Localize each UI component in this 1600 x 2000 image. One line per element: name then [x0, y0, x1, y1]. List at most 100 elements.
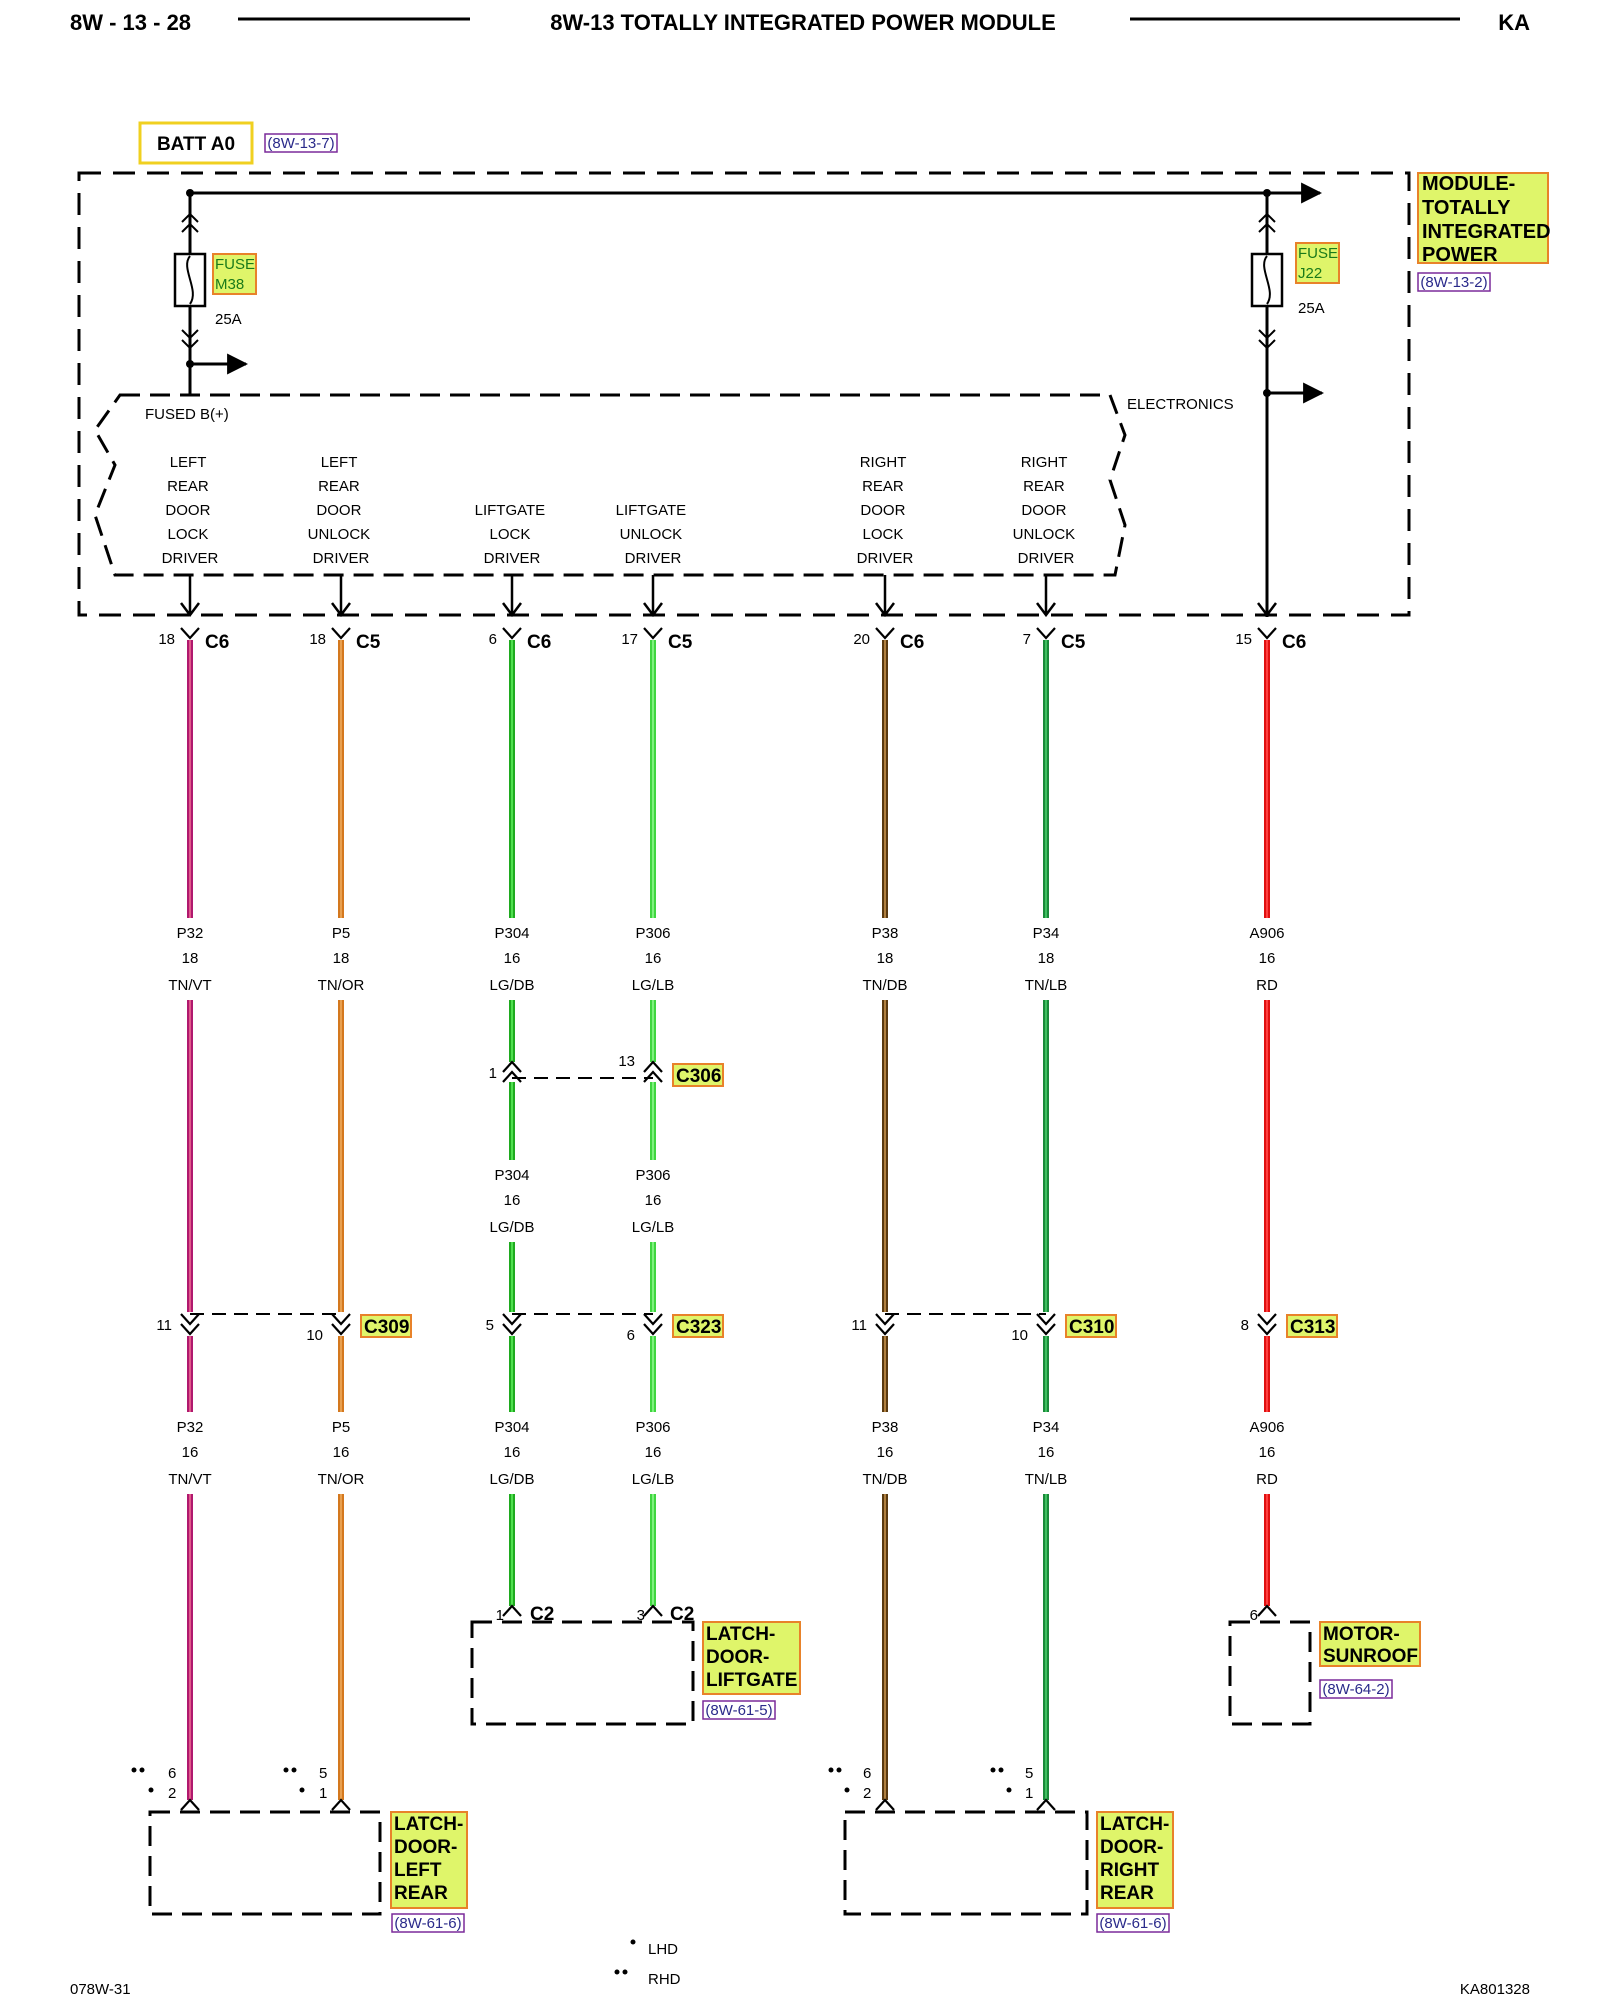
connector-c313[interactable]: C313	[1290, 1317, 1335, 1338]
wire-gauge: 16	[1259, 1444, 1276, 1461]
driver-left-rear-lock: LEFT REAR DOOR LOCK DRIVER	[162, 454, 219, 567]
wire-gauge: 16	[333, 1444, 350, 1461]
connector-id: C5	[356, 632, 381, 653]
wire-circuit: P32	[177, 1419, 204, 1436]
liftgate-latch-outline	[470, 1620, 695, 1726]
liftgate-ref-link[interactable]: (8W-61-5)	[705, 1702, 772, 1719]
connector-c306[interactable]: C306	[676, 1066, 721, 1087]
wire-circuit: P34	[1033, 925, 1060, 942]
pin-number: 1	[496, 1607, 504, 1624]
connector-id: C2	[530, 1604, 554, 1625]
electronics-outline	[93, 393, 1127, 577]
pin-number: 18	[309, 631, 326, 648]
pin-number: 17	[621, 631, 638, 648]
pin-number: 11	[156, 1317, 172, 1334]
pin-number: 1	[489, 1065, 497, 1082]
latch-door-left-rear[interactable]: LATCH- DOOR- LEFT REAR	[394, 1814, 469, 1904]
electronics-label: ELECTRONICS	[1127, 396, 1234, 413]
rhd-pin: 5	[319, 1765, 327, 1782]
wire-gauge: 18	[182, 950, 199, 967]
driver-right-rear-unlock: RIGHT REAR DOOR UNLOCK DRIVER	[1013, 454, 1080, 567]
wire-labels-lower: P32 16 TN/VT P5 16 TN/OR P304 16 LG/DB P…	[168, 1419, 1284, 1488]
rhd-pin: 6	[168, 1765, 176, 1782]
module-ref-link[interactable]: (8W-13-2)	[1420, 274, 1487, 291]
wire-gauge: 18	[333, 950, 350, 967]
connector-id: C6	[205, 632, 229, 653]
right-rear-latch-outline	[843, 1810, 1089, 1916]
connector-id: C2	[670, 1604, 694, 1625]
wire-circuit: P34	[1033, 1419, 1060, 1436]
wire-circuit: A906	[1249, 925, 1284, 942]
connector-id: C6	[1282, 632, 1306, 653]
latch-door-right-rear[interactable]: LATCH- DOOR- RIGHT REAR	[1100, 1814, 1175, 1904]
pin-number: 10	[306, 1327, 323, 1344]
wire-circuit: P306	[635, 1419, 670, 1436]
wire-gauge: 16	[504, 1192, 521, 1209]
wire-color: TN/VT	[168, 1471, 211, 1488]
wire-gauge: 16	[1259, 950, 1276, 967]
pin-number: 10	[1011, 1327, 1028, 1344]
lhd-pin: 2	[863, 1785, 871, 1802]
legend-lhd: LHD	[648, 1941, 678, 1958]
fuse-j22-rating: 25A	[1298, 300, 1325, 317]
pin-number: 7	[1023, 631, 1031, 648]
lhd-pin: 2	[168, 1785, 176, 1802]
left-rear-latch-outline	[148, 1810, 382, 1916]
footer-code-right: KA801328	[1460, 1981, 1530, 1998]
model-code: KA	[1498, 10, 1530, 35]
lhd-pin: 1	[1025, 1785, 1033, 1802]
wire-gauge: 16	[645, 1444, 662, 1461]
wire-color: TN/DB	[863, 977, 908, 994]
wire-color: LG/DB	[489, 1471, 534, 1488]
wire-color: LG/LB	[632, 1471, 675, 1488]
wire-circuit: P306	[635, 1167, 670, 1184]
pin-number: 6	[489, 631, 497, 648]
wire-circuit: A906	[1249, 1419, 1284, 1436]
wire-circuit: P304	[494, 1419, 529, 1436]
wire-gauge: 16	[504, 950, 521, 967]
pin-number: 15	[1235, 631, 1252, 648]
fuse-m38-label[interactable]: FUSE M38	[215, 256, 259, 293]
fuse-m38-rating: 25A	[215, 311, 242, 328]
wire-labels-mid: P304 16 LG/DB P306 16 LG/LB	[489, 1167, 674, 1236]
right-rear-ref-link[interactable]: (8W-61-6)	[1099, 1915, 1166, 1932]
wire-circuit: P5	[332, 925, 350, 942]
module-name[interactable]: MODULE- TOTALLY INTEGRATED POWER	[1422, 173, 1556, 266]
pin-number: 18	[158, 631, 175, 648]
pin-number: 20	[853, 631, 870, 648]
wire-color: TN/OR	[318, 977, 365, 994]
wire-gauge: 16	[182, 1444, 199, 1461]
pin-number: 8	[1241, 1317, 1249, 1334]
pin-number: 13	[618, 1053, 635, 1070]
motor-sunroof[interactable]: MOTOR- SUNROOF	[1323, 1624, 1418, 1667]
wire-color: RD	[1256, 977, 1278, 994]
connector-c323[interactable]: C323	[676, 1317, 721, 1338]
batt-ref-link[interactable]: (8W-13-7)	[267, 135, 334, 152]
pin-number: 6	[1250, 1607, 1258, 1624]
fused-bplus-label: FUSED B(+)	[145, 406, 229, 423]
connector-c310[interactable]: C310	[1069, 1317, 1114, 1338]
wire-color: LG/LB	[632, 977, 675, 994]
left-rear-ref-link[interactable]: (8W-61-6)	[394, 1915, 461, 1932]
page-ref: 8W - 13 - 28	[70, 10, 191, 35]
page-title: 8W-13 TOTALLY INTEGRATED POWER MODULE	[550, 10, 1056, 35]
wire-circuit: P306	[635, 925, 670, 942]
driver-liftgate-lock: LIFTGATE LOCK DRIVER	[475, 502, 550, 567]
connector-c309[interactable]: C309	[364, 1317, 409, 1338]
batt-label[interactable]: BATT A0	[157, 134, 235, 155]
inline-pins: 11 10 5 6 11 10 8	[156, 1317, 1249, 1344]
connector-id: C5	[1061, 632, 1086, 653]
fuse-j22-label[interactable]: FUSE J22	[1298, 245, 1342, 282]
pin-number: 5	[486, 1317, 494, 1334]
connector-id: C6	[527, 632, 551, 653]
sunroof-ref-link[interactable]: (8W-64-2)	[1322, 1681, 1389, 1698]
rhd-pin: 5	[1025, 1765, 1033, 1782]
pin-number: 11	[851, 1317, 867, 1334]
rhd-pin: 6	[863, 1765, 871, 1782]
latch-door-liftgate[interactable]: LATCH- DOOR- LIFTGATE	[706, 1624, 797, 1691]
wire-color: LG/DB	[489, 1219, 534, 1236]
driver-right-rear-lock: RIGHT REAR DOOR LOCK DRIVER	[857, 454, 914, 567]
wire-circuit: P38	[872, 925, 899, 942]
driver-liftgate-unlock: LIFTGATE UNLOCK DRIVER	[616, 502, 691, 567]
